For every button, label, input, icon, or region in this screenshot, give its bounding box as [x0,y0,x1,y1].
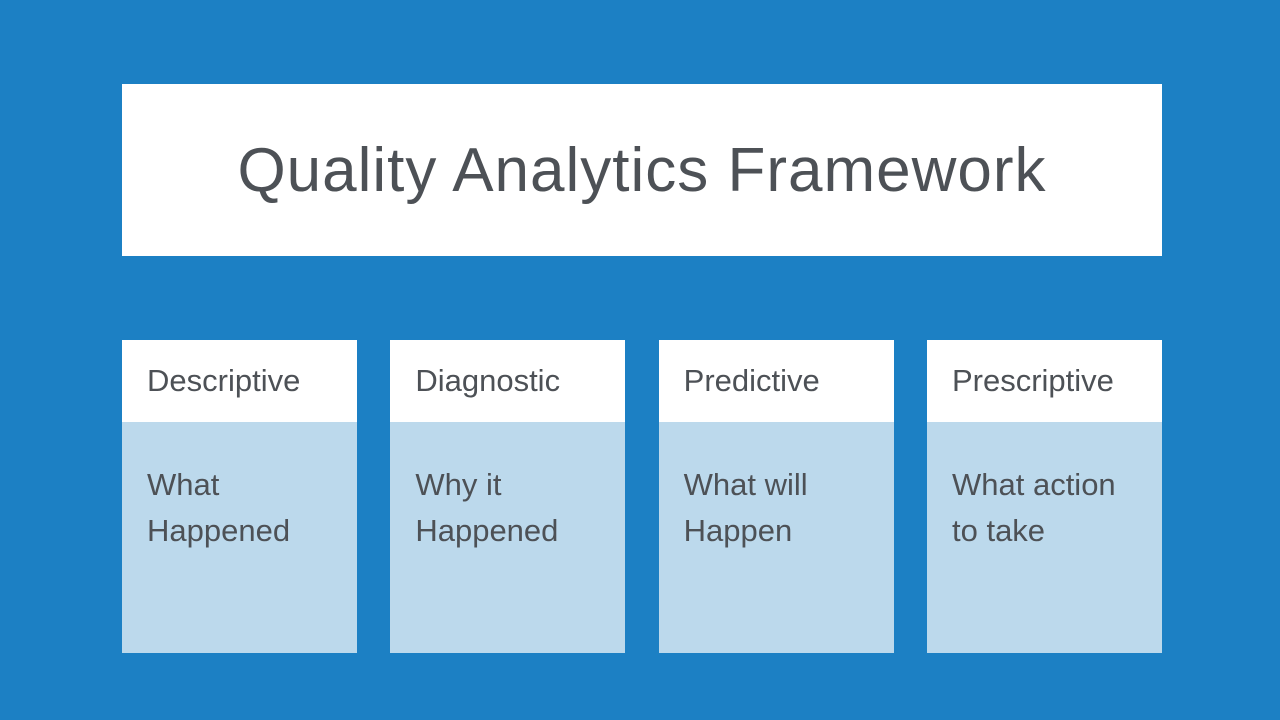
card-description: What will Happen [683,467,808,548]
title-box: Quality Analytics Framework [122,84,1162,256]
card-title: Descriptive [147,363,301,398]
card-body: What action to take [926,422,1162,653]
card-header: Predictive [658,340,894,422]
page-title: Quality Analytics Framework [237,135,1047,205]
card-diagnostic: Diagnostic Why it Happened [390,340,626,653]
card-descriptive: Descriptive What Happened [122,340,357,653]
card-description: Why it Happened [415,467,559,548]
card-prescriptive: Prescriptive What action to take [926,340,1162,653]
card-description: What Happened [147,467,291,548]
card-header: Descriptive [122,340,357,422]
card-body: What Happened [122,422,357,653]
analytics-columns: Descriptive What Happened Diagnostic Why… [122,340,1162,653]
card-title: Predictive [683,363,820,398]
card-predictive: Predictive What will Happen [658,340,894,653]
card-body: Why it Happened [390,422,626,653]
card-body: What will Happen [658,422,894,653]
card-header: Diagnostic [390,340,626,422]
card-header: Prescriptive [926,340,1162,422]
card-title: Prescriptive [951,363,1114,398]
card-description: What action to take [951,467,1116,548]
card-title: Diagnostic [415,363,561,398]
